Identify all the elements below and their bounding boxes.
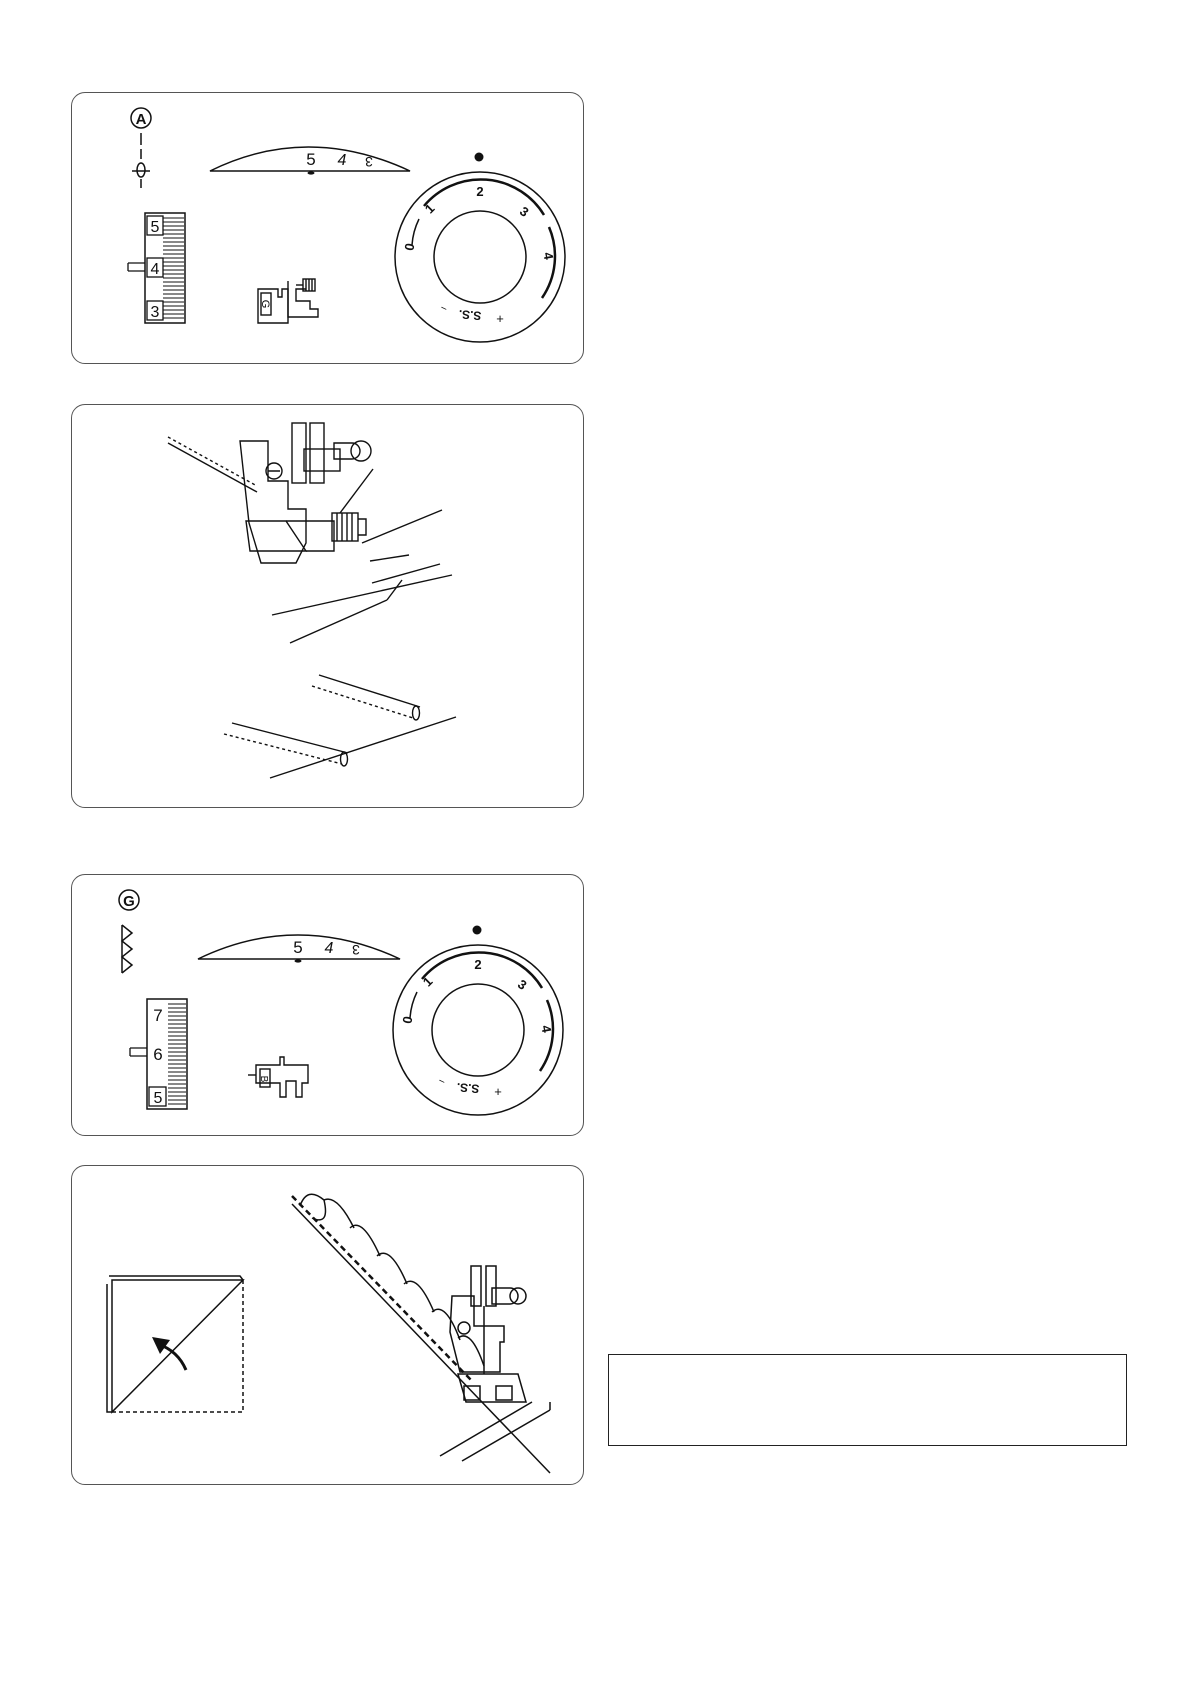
dial-plus-sign: +: [494, 1084, 502, 1099]
dial-label-1: 1: [420, 974, 436, 990]
shell-tuck-illustration-panel: [71, 1165, 584, 1485]
dial-label-2: 2: [476, 184, 483, 199]
dial-label-0: 0: [399, 1015, 415, 1025]
width-value-4: 4: [151, 261, 160, 278]
straight-stitch-icon: [132, 133, 150, 188]
length-marker: [307, 171, 315, 175]
dial-label-1: 1: [422, 201, 438, 217]
width-value-5: 5: [151, 219, 160, 236]
stitch-line: [167, 436, 258, 487]
dial-indicator-dot: [472, 925, 482, 935]
dial-label-4: 4: [540, 251, 556, 261]
shell-stitch-icon: [120, 924, 134, 974]
cording-foot-illustration: [167, 422, 457, 779]
dial-indicator-dot: [474, 152, 484, 162]
stitch-length-arc: [197, 934, 401, 960]
settings-illustration-g: G 5 4 3: [118, 889, 564, 1116]
folded-fabric-square: [106, 1275, 245, 1414]
dial-label-3: 3: [515, 976, 530, 992]
stitch-length-3: 3: [365, 154, 373, 170]
stitch-length-5: 5: [293, 938, 302, 957]
presser-foot: [449, 1265, 527, 1403]
dial-label-3: 3: [517, 203, 532, 219]
pattern-letter-badge: [118, 889, 140, 911]
dial-ss-label: S.S.: [458, 307, 482, 323]
foot-letter: B: [258, 1076, 269, 1083]
finished-piping: [223, 674, 457, 779]
fabric-fold-line: [167, 442, 258, 493]
tension-dial: [392, 944, 564, 1116]
presser-foot-icon: [257, 278, 319, 324]
stitch-width-scale: [127, 212, 186, 324]
fabric-bottom: [289, 599, 388, 644]
stitch-length-3: 3: [352, 942, 360, 958]
tension-dial: [394, 171, 566, 343]
dial-label-0: 0: [401, 242, 417, 252]
cording-illustration-panel: [71, 404, 584, 808]
stitch-width-scale: [129, 998, 188, 1110]
width-value-6: 6: [153, 1045, 162, 1064]
shell-tuck-illustration: [106, 1193, 551, 1474]
settings-illustration-a: A 5 4 3: [127, 107, 566, 343]
dial-minus-sign: −: [436, 1075, 447, 1089]
settings-panel-g: G 5 4 3: [71, 874, 584, 1136]
leader-line-2: [361, 509, 443, 544]
width-value-5: 5: [154, 1090, 163, 1107]
width-value-3: 3: [151, 304, 160, 321]
leader-line-1: [339, 468, 374, 514]
fabric-edge: [271, 574, 453, 616]
shell-tuck-edge: [291, 1193, 551, 1474]
dial-label-2: 2: [474, 957, 481, 972]
length-marker: [294, 959, 302, 963]
pattern-letter-badge: [130, 107, 152, 129]
dial-minus-sign: −: [438, 302, 449, 316]
dial-plus-sign: +: [496, 311, 504, 326]
dial-label-4: 4: [538, 1024, 554, 1034]
stitch-length-4: 4: [325, 940, 334, 957]
stitch-length-4: 4: [338, 152, 347, 169]
stitch-length-5: 5: [306, 150, 315, 169]
stitch-length-arc: [209, 146, 411, 172]
pattern-letter: A: [136, 111, 147, 128]
leader-line-3: [369, 554, 410, 562]
presser-foot-icon: [248, 1056, 309, 1098]
dial-ss-label: S.S.: [456, 1080, 480, 1096]
width-value-7: 7: [153, 1006, 162, 1025]
foot-letter: G: [259, 300, 271, 309]
settings-panel-a: A 5 4 3: [71, 92, 584, 364]
note-box: [608, 1354, 1127, 1446]
pattern-letter: G: [123, 893, 135, 910]
cording-foot: [239, 422, 372, 564]
